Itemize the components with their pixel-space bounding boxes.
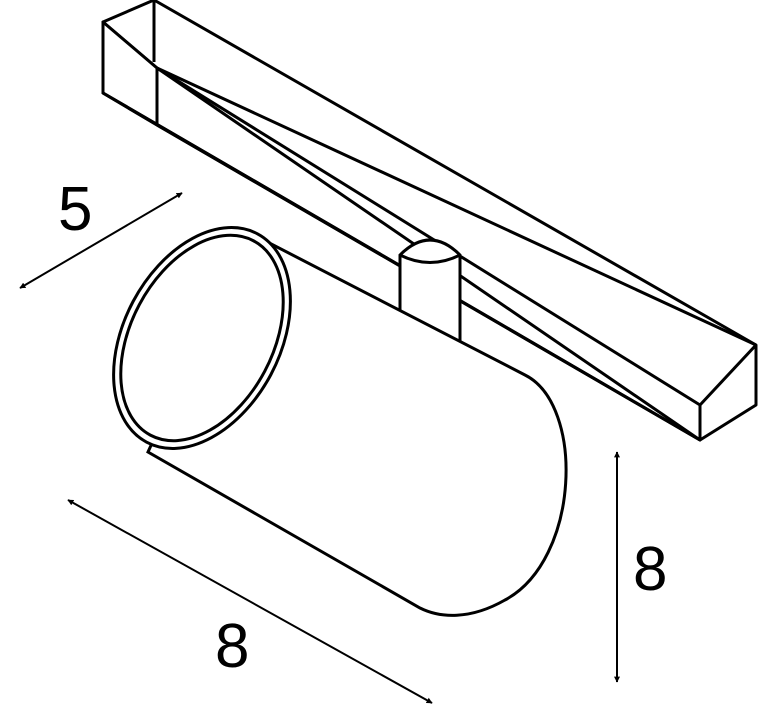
depth-arrow — [19, 192, 183, 289]
rail-inner-line — [156, 66, 701, 407]
length-label: 8 — [215, 612, 249, 681]
rail-edge-7 — [698, 343, 758, 407]
dimension-lines — [19, 192, 620, 704]
depth-label: 5 — [58, 175, 92, 244]
rail-edge-5 — [156, 66, 757, 347]
height-label: 8 — [633, 535, 667, 604]
length-arrow — [67, 499, 433, 704]
